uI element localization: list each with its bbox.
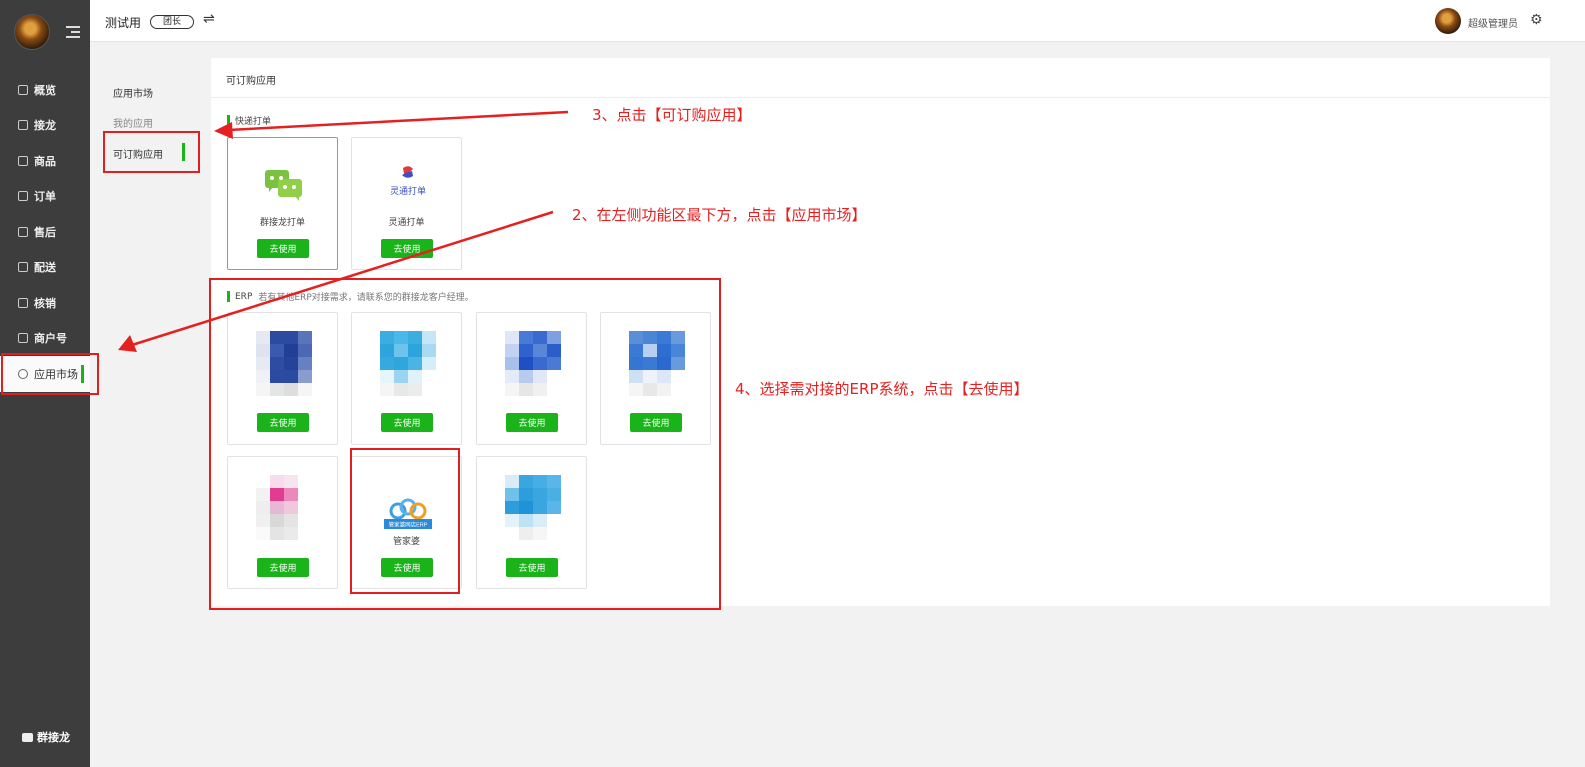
box-icon: [18, 155, 28, 166]
highlight-guanjiapo: [350, 448, 460, 594]
erp-card[interactable]: 去使用: [227, 456, 338, 589]
sidebar: 概览 接龙 商品 订单 售后 配送 核销 商户号 应用市场 群接龙: [0, 0, 90, 767]
wechat-icon: [265, 170, 302, 201]
guanjiapo-logo-icon: 管家婆网店ERP: [384, 498, 432, 529]
app-name: 管家婆: [392, 537, 420, 547]
sub-nav: 应用市场 我的应用 可订购应用: [90, 42, 203, 767]
use-button[interactable]: 去使用: [257, 558, 309, 577]
gear-icon[interactable]: ⚙: [1530, 12, 1543, 28]
divider: [211, 97, 1550, 98]
logo-text: 管家婆网店ERP: [389, 521, 428, 529]
sidebar-item-label: 售后: [34, 225, 56, 239]
shop-name: 测试用: [105, 16, 142, 30]
logo-text: 灵通打单: [390, 185, 426, 196]
sidebar-item-jielong[interactable]: 接龙: [0, 108, 90, 144]
erp-card[interactable]: 去使用: [600, 312, 711, 445]
erp-card[interactable]: 去使用: [476, 456, 587, 589]
sidebar-item-app-market[interactable]: 应用市场: [0, 356, 90, 392]
use-button[interactable]: 去使用: [506, 413, 558, 432]
user-avatar[interactable]: [1435, 8, 1461, 34]
sidebar-item-merchant[interactable]: 商户号: [0, 321, 90, 357]
aftersale-icon: [18, 226, 28, 237]
sidebar-item-label: 概览: [34, 83, 56, 97]
highlight-erp-section: [209, 278, 721, 610]
sidebar-item-orders[interactable]: 订单: [0, 179, 90, 215]
use-button[interactable]: 去使用: [630, 413, 682, 432]
app-name: 群接龙打单: [259, 218, 305, 228]
subnav-item-app-market[interactable]: 应用市场: [113, 89, 153, 100]
active-indicator: [81, 365, 84, 383]
sidebar-item-overview[interactable]: 概览: [0, 72, 90, 108]
sidebar-item-delivery[interactable]: 配送: [0, 250, 90, 286]
sidebar-nav: 概览 接龙 商品 订单 售后 配送 核销 商户号 应用市场: [0, 72, 90, 392]
sidebar-item-label: 商品: [34, 154, 56, 168]
sidebar-item-label: 核销: [34, 296, 56, 310]
monitor-icon: [18, 84, 28, 95]
order-icon: [18, 191, 28, 202]
sidebar-item-label: 配送: [34, 261, 56, 275]
app-card-qunjielong-print[interactable]: 群接龙打单 去使用: [227, 137, 338, 270]
subnav-item-orderable-apps[interactable]: 可订购应用: [113, 150, 163, 161]
app-card-lingtong-print[interactable]: 灵通打单 灵通打单 去使用: [351, 137, 462, 270]
use-button[interactable]: 去使用: [257, 413, 309, 432]
section-title: 快递打单: [235, 117, 272, 127]
use-button[interactable]: 去使用: [381, 413, 433, 432]
role-badge: 团长: [150, 15, 195, 29]
top-header: 测试用 团长 ⇌ 超级管理员 ⚙: [90, 0, 1585, 42]
user-name[interactable]: 超级管理员: [1468, 19, 1518, 30]
active-indicator: [182, 143, 185, 161]
sidebar-item-label: 应用市场: [34, 367, 78, 381]
app-name: 灵通打单: [388, 218, 425, 228]
sidebar-item-label: 接龙: [34, 119, 56, 133]
brand-label: 群接龙: [37, 731, 70, 744]
cup-icon: [18, 120, 28, 131]
sidebar-item-products[interactable]: 商品: [0, 143, 90, 179]
use-button[interactable]: 去使用: [381, 558, 433, 577]
sidebar-item-label: 商户号: [34, 332, 67, 346]
merchant-icon: [18, 333, 28, 344]
section-marker: [227, 115, 230, 126]
erp-card-guanjiapo[interactable]: 管家婆网店ERP 管家婆 去使用: [351, 456, 462, 589]
sidebar-item-verification[interactable]: 核销: [0, 285, 90, 321]
store-avatar[interactable]: [14, 14, 50, 50]
highlight-orderable-apps: [103, 131, 200, 173]
subnav-item-my-apps[interactable]: 我的应用: [113, 119, 153, 130]
sidebar-item-aftersale[interactable]: 售后: [0, 214, 90, 250]
blurred-logo: [629, 331, 685, 409]
highlight-app-market: [1, 353, 99, 395]
use-button[interactable]: 去使用: [381, 239, 433, 258]
chat-icon: [22, 732, 33, 742]
page-title: 可订购应用: [226, 76, 276, 87]
switch-shop-icon[interactable]: ⇌: [203, 11, 215, 27]
section-quick-print: 快递打单: [227, 114, 271, 127]
lingtong-logo-icon: 灵通打单: [390, 166, 426, 196]
app-icon: [18, 368, 28, 379]
sidebar-item-label: 订单: [34, 190, 56, 204]
annotation-step3: 3、点击【可订购应用】: [592, 106, 752, 124]
calendar-icon: [18, 297, 28, 308]
blurred-logo: [256, 475, 312, 553]
brand-footer: 群接龙: [22, 729, 70, 745]
collapse-menu-icon[interactable]: [66, 26, 80, 38]
truck-icon: [18, 262, 28, 273]
blurred-logo: [505, 475, 561, 553]
use-button[interactable]: 去使用: [506, 558, 558, 577]
use-button[interactable]: 去使用: [257, 239, 309, 258]
annotation-step2: 2、在左侧功能区最下方，点击【应用市场】: [572, 206, 867, 224]
annotation-step4: 4、选择需对接的ERP系统，点击【去使用】: [735, 380, 1029, 398]
